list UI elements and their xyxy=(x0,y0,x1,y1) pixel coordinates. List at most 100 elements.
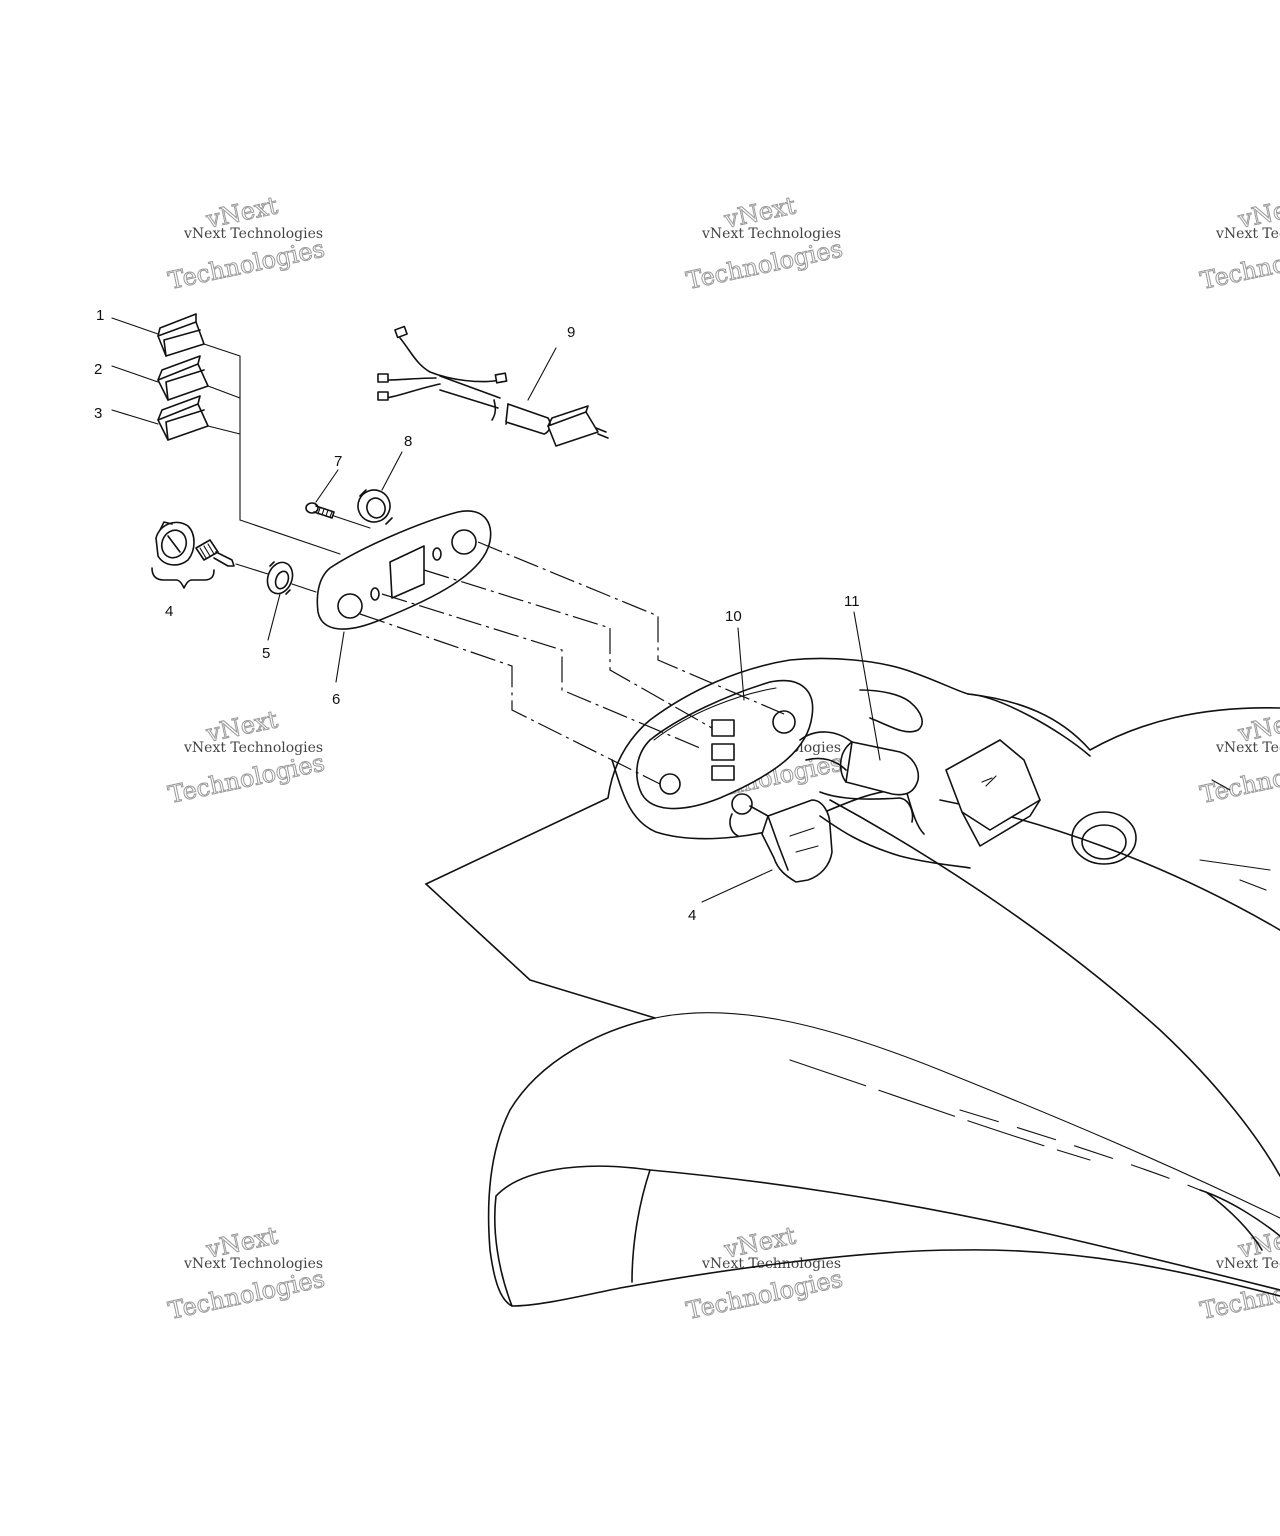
dashline-plate-small-hole xyxy=(381,593,701,749)
harness-wire-a xyxy=(399,337,501,383)
bezel-ring-5-edge xyxy=(269,561,291,595)
rocker-switch-3-top xyxy=(157,395,201,421)
storage-box xyxy=(945,739,1041,831)
line-screw-to-plate xyxy=(333,515,371,529)
bezel-ring-5-outer xyxy=(266,561,294,595)
watermark-small: vNext Technologies xyxy=(183,740,323,756)
ignition-switch-stem xyxy=(729,805,769,837)
watermark-big-2: Technologies xyxy=(166,749,327,809)
callout-1: 1 xyxy=(96,307,104,324)
callout-11: 11 xyxy=(844,593,860,610)
leader-1 xyxy=(111,317,159,335)
leader-9 xyxy=(527,347,557,401)
ignition-switch-face xyxy=(767,815,789,871)
screw-7-head xyxy=(305,502,319,514)
key-blade xyxy=(213,551,235,567)
side-panel-top xyxy=(967,693,1091,757)
nut-8-side xyxy=(359,489,393,525)
watermark-big-2: Technologies xyxy=(1198,1265,1280,1325)
watermark: vNext vNext Technologies Technologies xyxy=(165,191,327,296)
watermark: vNext vNext Technologies Technologies xyxy=(165,1221,327,1326)
ignition-switch-cable xyxy=(819,815,971,869)
plate-6-small-hole-left xyxy=(370,587,380,601)
plate-6-hole-right xyxy=(451,529,477,555)
hood-center-ridge xyxy=(829,799,1280,1177)
key-grip xyxy=(199,543,215,559)
rocker-switch-3-face xyxy=(165,409,205,441)
watermark: vNext vNext Technologies Technologies xyxy=(683,191,845,296)
switch-plate-10-hole-right xyxy=(772,710,796,734)
key-bracket xyxy=(151,567,215,589)
watermark-big-2: Technologies xyxy=(166,1265,327,1325)
switch-mounting-plate-6 xyxy=(316,510,492,630)
screw-7-thread xyxy=(317,507,333,518)
callout-4-upper: 4 xyxy=(165,603,173,620)
rocker-switch-2-face xyxy=(165,369,205,401)
leader-10 xyxy=(737,627,745,701)
pod-recess xyxy=(611,759,901,840)
plate-6-hole-left xyxy=(337,593,363,619)
dashline-plate-right-hole xyxy=(477,541,785,715)
leader-7 xyxy=(315,469,339,503)
connector-11-body xyxy=(845,741,920,796)
plate-6-small-hole-right xyxy=(432,547,442,561)
leader-3 xyxy=(111,409,159,425)
watermark-big-2: Technologies xyxy=(166,235,327,295)
switch-bracket-line xyxy=(203,343,241,521)
watermark-small: vNext Technologies xyxy=(1215,226,1280,242)
watermark-small: vNext Technologies xyxy=(1215,1256,1280,1272)
right-panel-detail xyxy=(1199,779,1271,891)
ignition-switch-body xyxy=(761,799,833,883)
bezel-ring-5 xyxy=(266,561,294,595)
rocker-switch-2 xyxy=(157,355,209,401)
hood-contour-3 xyxy=(959,1109,1201,1191)
watermark-small: vNext Technologies xyxy=(183,1256,323,1272)
leader-lines xyxy=(111,317,881,903)
rocker-switch-2-top xyxy=(157,355,201,381)
leader-8 xyxy=(381,451,403,491)
connector-11-wire xyxy=(799,731,853,771)
nut-8-outer xyxy=(357,489,391,523)
watermark-small: vNext Technologies xyxy=(701,226,841,242)
callout-5: 5 xyxy=(262,645,270,662)
rocker-switch-1-top xyxy=(157,313,197,337)
harness-wire-b xyxy=(385,377,441,399)
harness-tube xyxy=(439,375,501,409)
pod-side-ridge xyxy=(905,789,925,835)
screw-7 xyxy=(305,502,335,519)
bezel-ring-5-inner xyxy=(274,570,290,590)
connector-11-wire-loop xyxy=(819,791,914,823)
pod-hump xyxy=(859,689,923,733)
callout-10: 10 xyxy=(725,608,742,625)
front-fender-body xyxy=(425,657,1280,1307)
arch-inner-lip xyxy=(631,1169,651,1283)
callout-4-lower: 4 xyxy=(688,907,696,924)
callout-6: 6 xyxy=(332,691,340,708)
callout-3: 3 xyxy=(94,405,102,422)
watermark-small: vNext Technologies xyxy=(183,226,323,242)
harness-plug-1 xyxy=(394,325,408,339)
switch-plate-10-rim xyxy=(653,687,777,741)
storage-box-emblem xyxy=(981,775,997,787)
harness-plug-3 xyxy=(377,391,389,401)
wheel-arch-outer xyxy=(487,1017,1280,1307)
harness-end-pins xyxy=(595,427,609,439)
plate-6-outline xyxy=(316,510,492,630)
harness-end-connector xyxy=(547,411,599,447)
harness-end-top xyxy=(547,405,589,427)
callout-7: 7 xyxy=(334,453,342,470)
side-panel-scoop xyxy=(1199,1189,1280,1251)
ignition-switch-installed xyxy=(729,793,971,883)
rocker-switch-1-face xyxy=(163,329,201,357)
leader-4b xyxy=(701,869,773,903)
callout-labels: 1 2 3 4 5 6 7 8 9 10 11 4 xyxy=(94,307,860,924)
mounted-switch-plate xyxy=(636,679,814,810)
line-ring-to-plate xyxy=(291,583,317,593)
wiring-harness-9 xyxy=(377,325,609,447)
callout-8: 8 xyxy=(404,433,412,450)
connector-11-face xyxy=(839,741,853,783)
watermark-big-2: Technologies xyxy=(1198,235,1280,295)
watermark: vNext vNext Technologies Technologies xyxy=(1197,191,1280,296)
rocker-switch-3 xyxy=(157,395,209,441)
